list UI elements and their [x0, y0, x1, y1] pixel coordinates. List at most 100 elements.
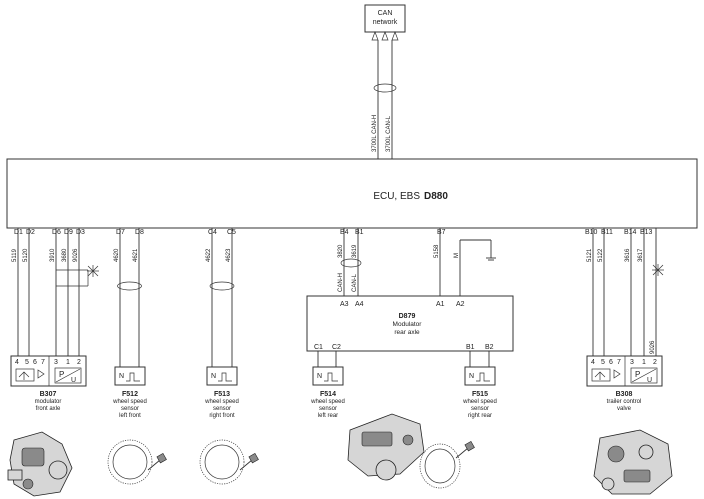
wires-b307: 5119 5120 3910 3680 9026 [12, 228, 99, 356]
f513-n: N [211, 373, 216, 380]
d879-pin-a3: A3 [340, 301, 349, 308]
wire-5121: 5121 [587, 248, 593, 262]
b307-pin-5: 5 [25, 359, 29, 366]
b308-line1: trailer control [607, 399, 642, 405]
f515-line2: sensor [471, 406, 489, 412]
b308-pin-5: 5 [601, 359, 605, 366]
f514-line2: sensor [319, 406, 337, 412]
b308-code: B308 [616, 391, 633, 398]
wire-label-can-l: 3700L CAN-L [386, 115, 392, 152]
b307-pin-4: 4 [15, 359, 19, 366]
wire-4621: 4621 [133, 248, 139, 262]
wire-can-h-rear: CAN-H [338, 273, 344, 292]
wire-9026-right: 9026 [650, 340, 656, 354]
wire-3910: 3910 [50, 248, 56, 262]
d879-pin-b1: B1 [466, 344, 475, 351]
b307-line2: front axle [36, 406, 61, 412]
wire-5122: 5122 [598, 248, 604, 262]
f515-n: N [469, 373, 474, 380]
modulator-rear-axle: A3 A4 A1 A2 D879 Modulator rear axle C1 … [306, 295, 514, 352]
f512-line1: wheel speed [112, 399, 147, 405]
d879-line1: Modulator [393, 321, 423, 328]
wire-3820: 3820 [338, 244, 344, 258]
f513-line2: sensor [213, 406, 231, 412]
ecu-bottom-pins: D1 D2 D6 D9 D3 D7 D8 C4 C5 B4 B1 B7 B10 … [14, 229, 653, 236]
b307-code: B307 [40, 391, 57, 398]
ecu-ebs: ECU, EBS D880 [6, 158, 698, 229]
b308-p: P [635, 370, 640, 379]
b308-u: U [647, 377, 652, 384]
wire-9026-left: 9026 [73, 248, 79, 262]
ecu-code: D880 [424, 191, 448, 202]
b307-p: P [59, 370, 64, 379]
f514-code: F514 [320, 391, 336, 398]
sensor-ring-left-front-illustration [107, 439, 167, 485]
pin-b14: B14 [624, 229, 637, 236]
wire-3617: 3617 [638, 248, 644, 262]
pin-d7: D7 [116, 229, 125, 236]
b307-pin-7: 7 [41, 359, 45, 366]
b308-pin-3: 3 [630, 359, 634, 366]
wire-3616: 3616 [625, 248, 631, 262]
b307-pin-6: 6 [33, 359, 37, 366]
d879-code: D879 [399, 313, 416, 320]
sensor-ring-right-front-illustration [199, 439, 259, 485]
f512-line2: sensor [121, 406, 139, 412]
f513-symbol: N F513 wheel speed sensor right front [204, 366, 239, 419]
front-modulator-illustration [7, 431, 73, 497]
can-bus-wires: 3700L CAN-H 3700L CAN-L A3 A1 [371, 40, 397, 169]
pin-d6: D6 [52, 229, 61, 236]
pin-b7: B7 [437, 229, 446, 236]
f513-code: F513 [214, 391, 230, 398]
b307-pin-3: 3 [54, 359, 58, 366]
b308-symbol: 4 5 6 7 3 1 2 P U B308 trailer control v… [586, 355, 663, 412]
wires-front-sensors: 4620 4621 4622 4623 [114, 228, 235, 367]
f513-line3: right front [209, 413, 235, 419]
trailer-control-valve-illustration [593, 429, 673, 495]
f512-line3: left front [119, 413, 141, 419]
f515-line3: right rear [468, 413, 492, 419]
b307-pin-2: 2 [77, 359, 81, 366]
b307-u: U [71, 377, 76, 384]
f512-n: N [119, 373, 124, 380]
b308-pin-7: 7 [617, 359, 621, 366]
pin-d9: D9 [64, 229, 73, 236]
wires-rear-modulator: 3820 3619 CAN-H CAN-L 5158 M [338, 228, 496, 296]
wire-3680: 3680 [62, 248, 68, 262]
pin-b10: B10 [585, 229, 598, 236]
wires-b308: 5121 5122 3616 3617 9026 [587, 228, 664, 356]
can-network-label-2: network [373, 19, 398, 26]
b308-pin-1: 1 [642, 359, 646, 366]
wires-rear-sensors [317, 351, 490, 367]
wire-4620: 4620 [114, 248, 120, 262]
wire-4623: 4623 [226, 248, 232, 262]
pin-c5: C5 [227, 229, 236, 236]
d879-pin-b2: B2 [485, 344, 494, 351]
f515-line1: wheel speed [462, 399, 497, 405]
b308-pin-2: 2 [653, 359, 657, 366]
f514-n: N [317, 373, 322, 380]
shield-star-right [652, 264, 664, 276]
sensor-ring-rear-illustration [419, 440, 475, 489]
can-network-label-1: CAN [378, 10, 393, 17]
pin-c4: C4 [208, 229, 217, 236]
f515-code: F515 [472, 391, 488, 398]
b307-symbol: 4 5 6 7 3 1 2 P U B307 modulator front a… [10, 355, 87, 412]
wire-5119: 5119 [12, 248, 18, 262]
wire-4622: 4622 [206, 248, 212, 262]
wire-label-can-h: 3700L CAN-H [372, 115, 378, 152]
pin-d1: D1 [14, 229, 23, 236]
d879-pin-a4: A4 [355, 301, 364, 308]
pin-b13: B13 [640, 229, 653, 236]
d879-pin-c1: C1 [314, 344, 323, 351]
b308-pin-6: 6 [609, 359, 613, 366]
shield-star-left [87, 265, 99, 277]
rear-modulator-illustration [347, 413, 425, 481]
f515-symbol: N F515 wheel speed sensor right rear [462, 366, 497, 419]
f512-code: F512 [122, 391, 138, 398]
b307-pin-1: 1 [66, 359, 70, 366]
d879-pin-a2: A2 [456, 301, 465, 308]
d879-line2: rear axle [394, 329, 420, 336]
pin-b1: B1 [355, 229, 364, 236]
